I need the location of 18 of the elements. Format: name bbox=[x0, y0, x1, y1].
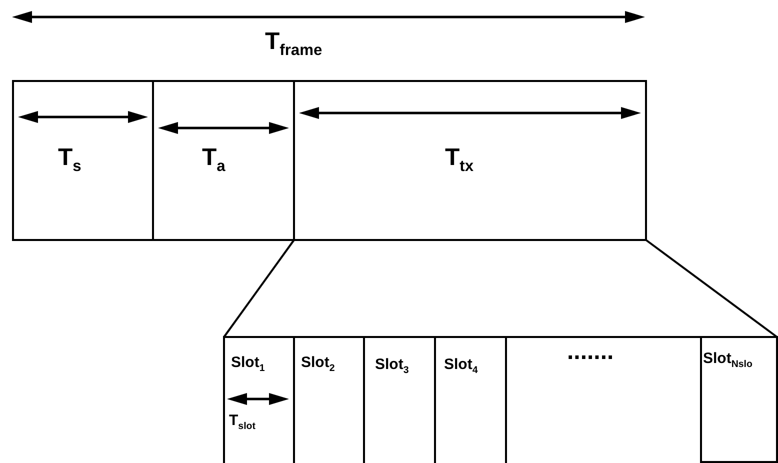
duration-symbol: T$_{a}$ bbox=[202, 144, 226, 176]
slot-label: Slot$_{2}$ bbox=[301, 354, 335, 374]
duration-symbol: T$_{tx}$ bbox=[445, 144, 474, 176]
slot-box bbox=[700, 336, 778, 463]
slot-label: Slot$_{1}$ bbox=[231, 354, 265, 374]
frame-segment-box bbox=[12, 80, 154, 241]
slot-box bbox=[223, 336, 295, 463]
zoom-line bbox=[223, 239, 295, 338]
frame-segment-box bbox=[152, 80, 295, 241]
slot-label: Slot$_{Nslo}$ bbox=[703, 350, 752, 370]
zoom-line bbox=[645, 239, 778, 338]
slot-label: Slot$_{4}$ bbox=[444, 356, 478, 376]
duration-symbol: T$_{s}$ bbox=[58, 144, 82, 176]
slot-label: ....... bbox=[567, 338, 614, 366]
slot-label: Slot$_{3}$ bbox=[375, 356, 409, 376]
duration-label: T$_{frame}$ bbox=[265, 28, 322, 60]
frame-segment-box bbox=[293, 80, 647, 241]
duration-label: T$_{slot}$ bbox=[229, 412, 256, 432]
